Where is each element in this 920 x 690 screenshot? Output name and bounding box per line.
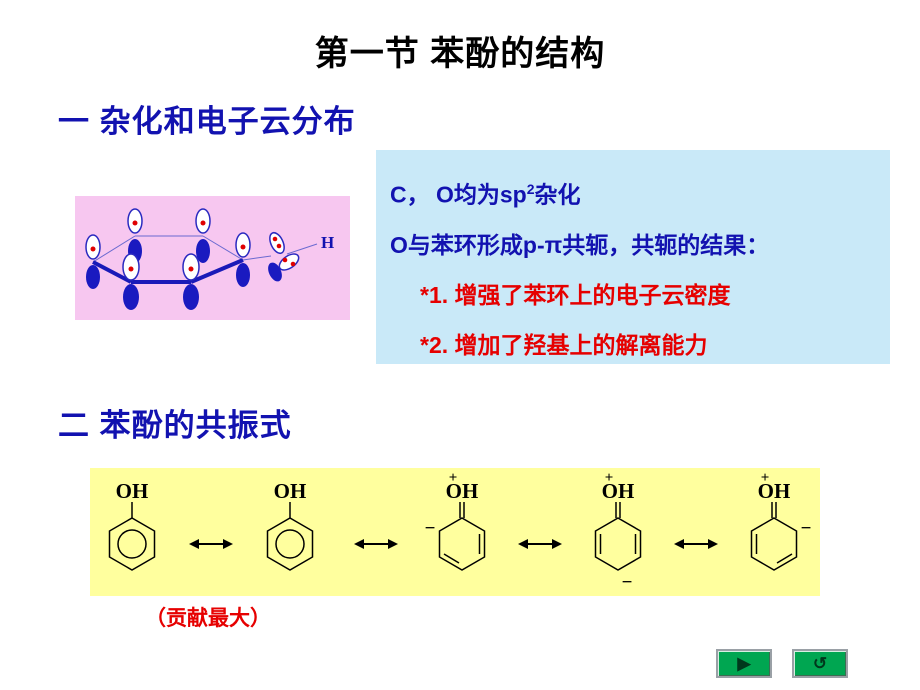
- svg-text:OH: OH: [116, 479, 149, 503]
- nav-buttons: ▶ ↺: [716, 649, 848, 678]
- section-two-heading: 二 苯酚的共振式: [58, 408, 292, 443]
- svg-text:OH: OH: [602, 479, 635, 503]
- nav-forward-button[interactable]: ▶: [716, 649, 772, 678]
- p-orbital: [85, 234, 101, 289]
- resonance-svg: OH OH: [108, 470, 812, 593]
- resonance-structure-1: OH: [108, 479, 156, 571]
- svg-text:+: +: [449, 470, 458, 486]
- forward-icon: ▶: [737, 653, 751, 673]
- p-orbital: [195, 208, 211, 263]
- info-line-hybridization: C， O均为sp2杂化: [390, 181, 581, 208]
- resonance-structure-4: + OH −: [594, 470, 642, 593]
- nav-return-button[interactable]: ↺: [792, 649, 848, 678]
- oxygen-lone-pairs: [268, 231, 300, 282]
- orbital-diagram-svg: H: [85, 208, 334, 310]
- page-title: 第一节 苯酚的结构: [314, 35, 606, 73]
- info-line-conjugation: O与苯环形成p-π共轭，共轭的结果：: [390, 231, 770, 258]
- resonance-structure-3: + OH −: [425, 470, 486, 571]
- svg-text:−: −: [425, 518, 436, 539]
- resonance-arrow: [189, 539, 233, 549]
- p-orbital: [235, 232, 251, 287]
- p-orbital: [127, 208, 143, 263]
- info-point-1: *1. 增强了苯环上的电子云密度: [420, 281, 731, 308]
- return-icon: ↺: [812, 653, 828, 673]
- info-box: C， O均为sp2杂化 O与苯环形成p-π共轭，共轭的结果： *1. 增强了苯环…: [376, 150, 890, 364]
- resonance-arrow: [674, 539, 718, 549]
- svg-text:OH: OH: [446, 479, 479, 503]
- p-orbital: [182, 253, 200, 310]
- p-orbitals: [85, 208, 251, 310]
- info-point-2: *2. 增加了羟基上的解离能力: [420, 331, 708, 358]
- svg-text:+: +: [605, 470, 614, 486]
- svg-text:−: −: [622, 572, 633, 593]
- benzene-ring-skeleton: [92, 235, 318, 284]
- resonance-arrow: [354, 539, 398, 549]
- resonance-structure-5: + OH −: [750, 470, 812, 571]
- section-one-heading: 一 杂化和电子云分布: [58, 104, 356, 139]
- svg-text:+: +: [761, 470, 770, 486]
- p-orbital: [122, 253, 140, 310]
- hydrogen-label: H: [321, 233, 334, 252]
- svg-text:−: −: [801, 518, 812, 539]
- svg-text:OH: OH: [274, 479, 307, 503]
- resonance-structure-2: OH: [266, 479, 314, 571]
- svg-text:OH: OH: [758, 479, 791, 503]
- resonance-note: （贡献最大）: [145, 607, 271, 630]
- resonance-arrow: [518, 539, 562, 549]
- orbital-diagram: H: [75, 196, 350, 320]
- resonance-diagram: OH OH: [90, 468, 820, 596]
